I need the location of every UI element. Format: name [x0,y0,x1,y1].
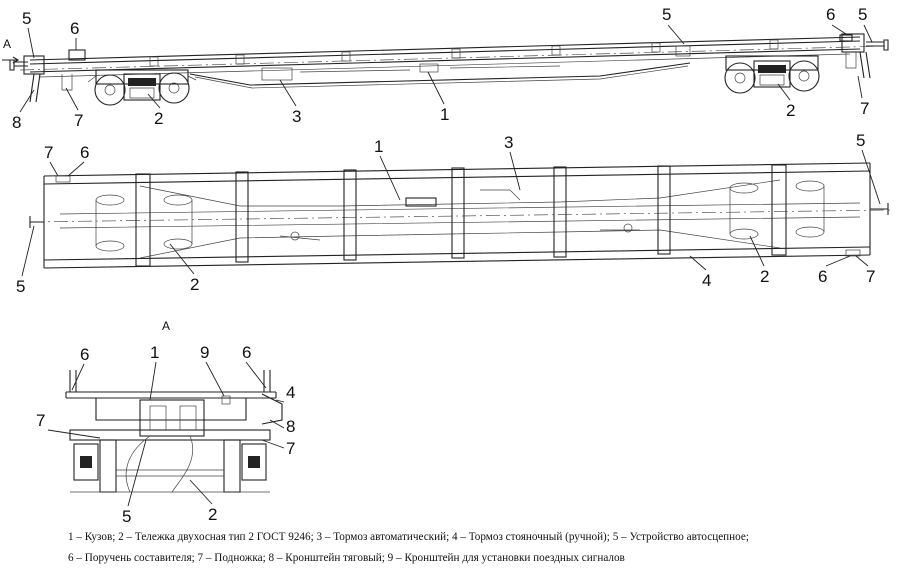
section-traction-bracket [261,393,283,425]
callout-7-right: 7 [860,99,869,118]
callout-7-plan-right: 7 [866,267,875,286]
callout-6-plan-right: 6 [818,267,827,286]
side-deck-top [29,36,861,61]
section-center-sill [139,399,205,437]
side-deck-top-2 [29,40,861,65]
callout-5-top: 5 [662,5,671,24]
callout-3-side: 3 [292,107,301,126]
callout-7-left: 7 [74,111,83,130]
section-signal-bracket [221,395,231,405]
callout-5-plan-left: 5 [16,277,25,296]
section-callouts: 6 1 9 6 4 7 8 7 5 2 [36,343,295,526]
callout-2-right: 2 [786,101,795,120]
callout-2-left: 2 [154,109,163,128]
callout-1-plan: 1 [374,137,383,156]
section-a-title: A [162,319,170,333]
side-view: A [2,5,889,132]
plan-callouts: 7 6 1 3 5 5 2 4 2 6 7 [16,131,881,296]
side-brake-equipment [261,45,691,81]
callout-2-plan-left: 2 [190,275,199,294]
side-left-step [29,73,41,103]
section-handrails [69,370,271,392]
side-center-sill [189,62,691,86]
plan-view: 7 6 1 3 5 5 2 4 2 6 7 [16,131,891,296]
callout-1-side: 1 [440,105,449,124]
plan-brake-equipment [279,189,640,241]
plan-left-coupler [29,216,44,228]
callout-5-left: 5 [22,9,31,28]
side-right-bogie [724,55,820,94]
callout-6-section-left: 6 [80,345,89,364]
callout-9-section: 9 [200,343,209,362]
section-bogie [69,429,271,493]
side-left-coupler [9,59,28,71]
callout-6-left: 6 [70,19,79,38]
side-frame-bottom [29,48,861,73]
callout-5-section: 5 [122,507,131,526]
callout-2-section: 2 [208,505,217,524]
side-right-coupler [866,39,889,51]
callout-8: 8 [12,113,21,132]
callout-7-section-left: 7 [36,411,45,430]
plan-left-bogie [95,194,193,252]
side-left-bogie [87,69,197,106]
section-a-view: A 6 1 9 [36,319,295,526]
callout-3-plan: 3 [504,133,513,152]
plan-cross-bearers [135,164,787,267]
plan-outline-bottom [43,246,871,261]
callout-6-section-right: 6 [242,343,251,362]
callout-4-section: 4 [286,383,295,402]
callout-6-right: 6 [826,5,835,24]
side-right-end [841,33,865,53]
callout-1-section: 1 [150,343,159,362]
callout-6-plan: 6 [80,143,89,162]
view-arrow-label: A [3,37,11,51]
legend-line-2: 6 – Поручень составителя; 7 – Подножка; … [68,552,625,564]
section-deck [65,391,277,399]
callout-5-plan-right: 5 [856,131,865,150]
section-brake-hoses [125,435,194,493]
callout-4-plan: 4 [702,271,711,290]
side-right-step [859,51,871,79]
plan-right-coupler [870,203,889,215]
side-left-brake-wheel-housing [68,49,86,61]
callout-8-section: 8 [286,417,295,436]
side-stanchion-pockets [149,39,779,67]
callout-7-plan: 7 [44,143,53,162]
legend-line-1: 1 – Кузов; 2 – Тележка двухосная тип 2 Г… [68,531,749,543]
callout-7-section-right: 7 [286,439,295,458]
side-callouts: 5 6 5 6 5 8 7 2 3 1 2 7 [12,5,873,132]
plan-outline-top [43,162,871,177]
plan-right-bogie [729,180,825,240]
callout-5-right: 5 [858,5,867,24]
callout-2-plan-right: 2 [760,267,769,286]
